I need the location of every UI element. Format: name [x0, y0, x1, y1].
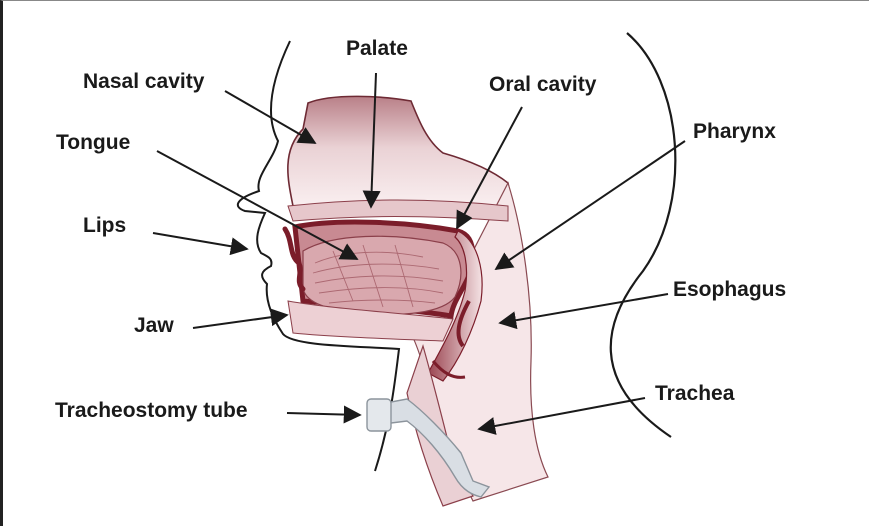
label-nasal-cavity: Nasal cavity: [83, 70, 204, 94]
label-palate: Palate: [346, 37, 408, 61]
lips-arrow: [153, 233, 247, 249]
label-esophagus: Esophagus: [673, 278, 786, 302]
nasal-cavity-region: [288, 96, 513, 211]
tracheostomy-tube-arrow: [287, 413, 360, 415]
tracheostomy-tube-flange: [367, 399, 391, 431]
label-pharynx: Pharynx: [693, 120, 776, 144]
label-tracheostomy-tube: Tracheostomy tube: [55, 399, 248, 423]
label-trachea: Trachea: [655, 382, 734, 406]
jaw-arrow: [193, 315, 287, 328]
back-of-head-outline: [611, 33, 676, 437]
label-oral-cavity: Oral cavity: [489, 73, 596, 97]
nasal-cavity-arrow: [225, 91, 315, 143]
label-tongue: Tongue: [56, 131, 130, 155]
palate-band: [288, 200, 508, 221]
label-lips: Lips: [83, 214, 126, 238]
label-jaw: Jaw: [134, 314, 174, 338]
